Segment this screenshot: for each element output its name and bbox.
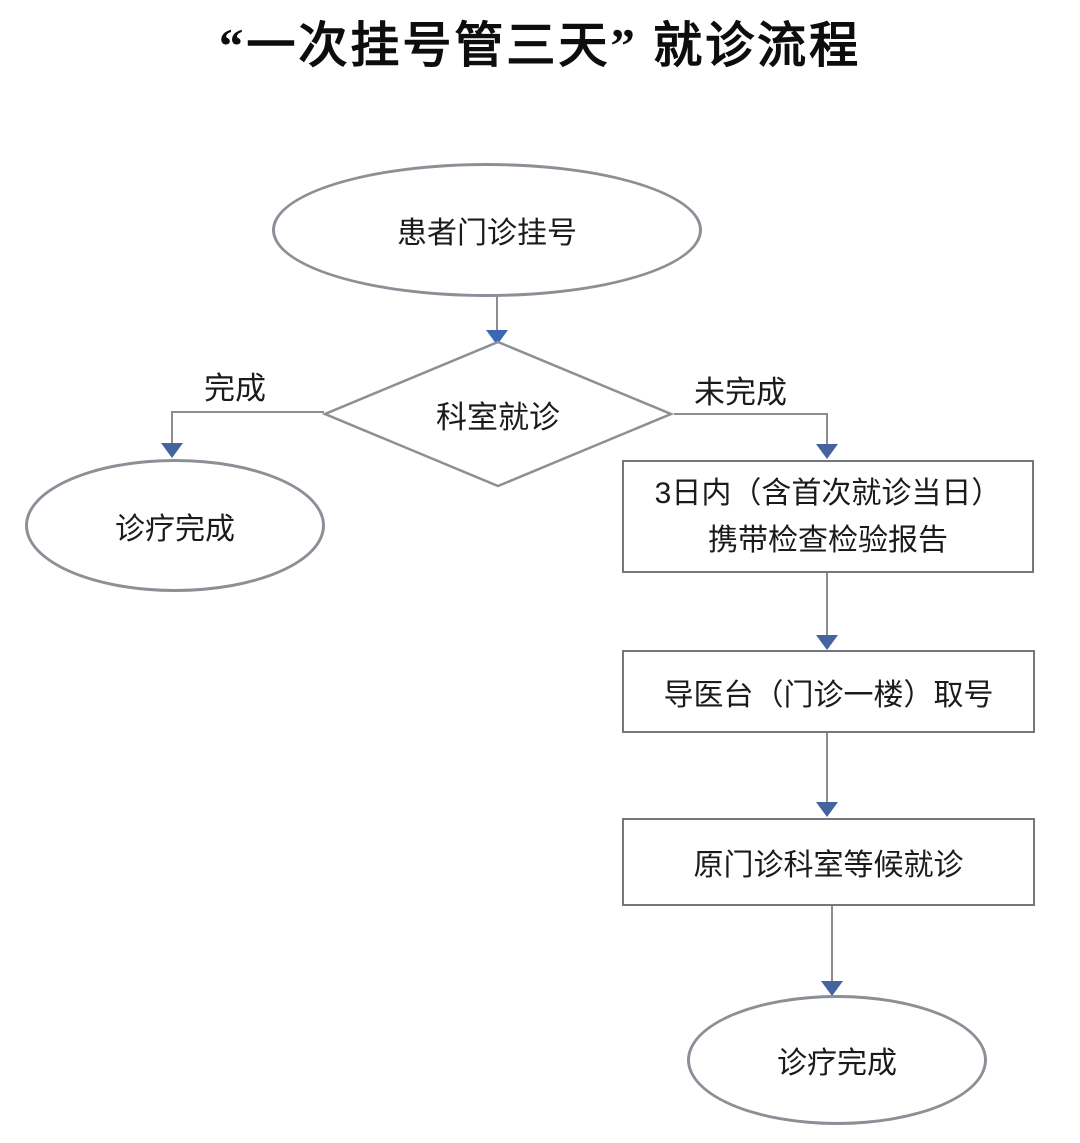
connector-decision-left-h [172, 411, 324, 413]
node-wait-consult: 原门诊科室等候就诊 [622, 818, 1035, 906]
connector-decision-right-h [674, 413, 828, 415]
node-treatment-done-left: 诊疗完成 [25, 459, 325, 592]
node-take-number-label: 导医台（门诊一楼）取号 [663, 678, 994, 712]
node-bring-reports: 3日内（含首次就诊当日） 携带检查检验报告 [622, 460, 1034, 573]
edge-label-completed: 完成 [204, 371, 266, 406]
node-start-label: 患者门诊挂号 [397, 217, 577, 250]
node-treatment-done-left-label: 诊疗完成 [115, 512, 235, 546]
connector-wait-done [831, 906, 833, 983]
node-bring-reports-line1: 3日内（含首次就诊当日） [654, 476, 1002, 510]
page-title: “一次挂号管三天” 就诊流程 [218, 18, 862, 73]
connector-decision-right-v [826, 413, 828, 447]
edge-label-not-completed: 未完成 [694, 375, 787, 410]
arrowhead-left-done-icon [161, 443, 183, 458]
connector-number-wait [826, 733, 828, 804]
arrowhead-number-wait-icon [816, 802, 838, 817]
node-bring-reports-line2: 携带检查检验报告 [708, 523, 948, 557]
arrowhead-reports-number-icon [816, 635, 838, 650]
node-treatment-done-right: 诊疗完成 [687, 995, 987, 1125]
connector-decision-left-v [171, 411, 173, 445]
diamond-shape [321, 340, 675, 488]
connector-start-decision [496, 296, 498, 332]
connector-reports-number [826, 573, 828, 637]
node-take-number: 导医台（门诊一楼）取号 [622, 650, 1035, 733]
node-wait-consult-label: 原门诊科室等候就诊 [693, 849, 964, 882]
arrowhead-start-decision-icon [486, 330, 508, 345]
node-start: 患者门诊挂号 [272, 163, 702, 297]
arrowhead-right-branch-icon [816, 444, 838, 459]
arrowhead-wait-done-icon [821, 981, 843, 996]
node-treatment-done-right-label: 诊疗完成 [777, 1047, 897, 1080]
node-decision: 科室就诊 [321, 340, 675, 488]
node-decision-label: 科室就诊 [436, 399, 560, 435]
